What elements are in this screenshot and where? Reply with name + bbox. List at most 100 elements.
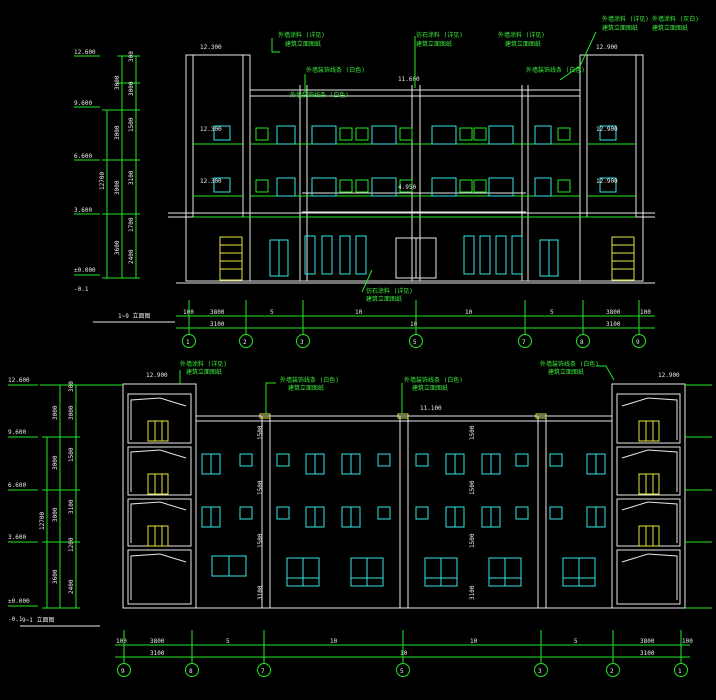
level-neg: -0.1: [74, 286, 89, 293]
svg-text:5: 5: [400, 668, 404, 675]
svg-text:10: 10: [355, 309, 363, 316]
svg-text:1700: 1700: [128, 217, 135, 232]
svg-text:5: 5: [574, 638, 578, 645]
svg-text:1500: 1500: [68, 447, 75, 462]
svg-text:3000: 3000: [68, 405, 75, 420]
svg-text:12.600: 12.600: [8, 377, 30, 384]
svg-text:±0.000: ±0.000: [8, 598, 30, 605]
svg-text:3000: 3000: [128, 81, 135, 96]
svg-text:3600: 3600: [114, 240, 121, 255]
svg-text:-0.1: -0.1: [8, 616, 23, 623]
svg-text:建筑立面图纸: 建筑立面图纸: [505, 40, 541, 48]
dim-ticks-2: 1500 1500 1500 3100 1500 1500 1500 3100: [257, 425, 476, 600]
windows-2: [201, 453, 606, 587]
axis-7: 7: [522, 339, 526, 346]
svg-text:1500: 1500: [257, 425, 264, 440]
svg-text:12700: 12700: [39, 512, 46, 530]
svg-text:6.600: 6.600: [8, 482, 26, 489]
svg-text:8: 8: [189, 668, 193, 675]
svg-text:3800: 3800: [210, 309, 225, 316]
svg-text:3000: 3000: [114, 180, 121, 195]
elevation-2: 12.600 9.600 6.600 3.600 ±0.000 -0.1 127…: [8, 360, 712, 677]
note-3: 外墙装饰线条 (白色): [306, 66, 365, 74]
svg-text:建筑立面图纸: 建筑立面图纸: [285, 40, 321, 48]
svg-text:12700: 12700: [99, 172, 106, 190]
svg-text:外墙装饰线条 (白色): 外墙装饰线条 (白色): [280, 376, 339, 384]
svg-text:建筑立面图纸: 建筑立面图纸: [366, 295, 402, 303]
svg-text:10: 10: [410, 321, 418, 328]
vertical-dimensions-2: 12700 3000 3000 3000 3600 300 3000 1500 …: [39, 381, 80, 609]
svg-text:3: 3: [538, 668, 542, 675]
axis-1: 1: [186, 339, 190, 346]
svg-text:11.600: 11.600: [398, 76, 420, 83]
svg-text:1500: 1500: [128, 117, 135, 132]
svg-text:仿石涂料 (详见): 仿石涂料 (详见): [366, 287, 413, 295]
svg-text:5: 5: [550, 309, 554, 316]
annotations-1: 12.300 12.900 11.600 4.950 12.300 12.900…: [200, 15, 699, 303]
windows-upper-1: [213, 125, 617, 197]
svg-text:3600: 3600: [52, 569, 59, 584]
note-1: 外墙涂料 (详见): [278, 31, 325, 39]
svg-text:11.100: 11.100: [420, 405, 442, 412]
level-9600: 9.600: [74, 100, 92, 107]
svg-text:5: 5: [226, 638, 230, 645]
horizontal-dimensions-1: 100 3800 5 10 10 5 3800 100 3100 10 3100…: [93, 300, 655, 348]
level-12600: 12.600: [74, 49, 96, 56]
svg-text:外墙涂料 (详见): 外墙涂料 (详见): [180, 360, 227, 368]
svg-text:3000: 3000: [114, 125, 121, 140]
svg-text:12.300: 12.300: [200, 44, 222, 51]
svg-text:100: 100: [640, 309, 651, 316]
axis-5: 5: [413, 339, 417, 346]
svg-text:10: 10: [470, 638, 478, 645]
level-0000: ±0.000: [74, 267, 96, 274]
svg-text:10: 10: [400, 650, 408, 657]
axis-2: 2: [243, 339, 247, 346]
axis-3: 3: [300, 339, 304, 346]
svg-text:5: 5: [270, 309, 274, 316]
note-2: 外墙涂料 (详见): [498, 31, 545, 39]
svg-text:3800: 3800: [640, 638, 655, 645]
vertical-dimensions-1: 12700 3000 3000 3000 3600 300 3000 1500 …: [99, 51, 140, 279]
note-4: 仿石涂料 (详见): [416, 31, 463, 39]
svg-text:建筑立面图纸: 建筑立面图纸: [416, 40, 452, 48]
axis-9: 9: [636, 339, 640, 346]
svg-text:3800: 3800: [606, 309, 621, 316]
drawing-title-1: 1~9 立面图: [118, 312, 150, 320]
svg-text:10: 10: [330, 638, 338, 645]
svg-text:9: 9: [121, 668, 125, 675]
level-markers-2: 12.600 9.600 6.600 3.600 ±0.000 -0.1: [8, 377, 38, 623]
svg-text:1500: 1500: [257, 533, 264, 548]
svg-text:1200: 1200: [68, 537, 75, 552]
level-markers-1: 12.600 9.600 6.600 3.600 ±0.000 -0.1: [74, 49, 100, 293]
svg-text:建筑立面图纸: 建筑立面图纸: [602, 24, 638, 32]
elevation-1: 12.600 9.600 6.600 3.600 ±0.000 -0.1 127…: [74, 15, 699, 348]
svg-text:建筑立面图纸: 建筑立面图纸: [548, 368, 584, 376]
svg-text:外墙装饰线条 (白色): 外墙装饰线条 (白色): [404, 376, 463, 384]
svg-text:外墙装饰线条 (白色): 外墙装饰线条 (白色): [290, 91, 349, 99]
svg-text:1500: 1500: [469, 533, 476, 548]
svg-text:12.900: 12.900: [658, 372, 680, 379]
building-outline-1: [168, 54, 655, 284]
svg-text:3800: 3800: [150, 638, 165, 645]
svg-text:12.300: 12.300: [200, 178, 222, 185]
svg-text:12.300: 12.300: [200, 126, 222, 133]
svg-text:12.900: 12.900: [596, 126, 618, 133]
axis-8: 8: [580, 339, 584, 346]
svg-text:外墙涂料 (详见): 外墙涂料 (详见): [602, 15, 649, 23]
svg-text:3100: 3100: [210, 321, 225, 328]
svg-text:12.900: 12.900: [596, 178, 618, 185]
annotations-2: 12.900 12.900 11.100 外墙涂料 (详见) 建筑立面图纸 外墙…: [146, 360, 680, 600]
svg-text:4.950: 4.950: [398, 184, 416, 191]
svg-text:3000: 3000: [114, 75, 121, 90]
svg-text:7: 7: [261, 668, 265, 675]
svg-text:100: 100: [116, 638, 127, 645]
svg-text:3100: 3100: [257, 585, 264, 600]
balconies-1: [193, 143, 636, 281]
svg-text:3100: 3100: [68, 499, 75, 514]
svg-text:外墙装饰线条 (白色): 外墙装饰线条 (白色): [526, 66, 585, 74]
svg-text:3000: 3000: [52, 405, 59, 420]
svg-text:12.900: 12.900: [596, 44, 618, 51]
svg-text:外墙涂料 (灰白): 外墙涂料 (灰白): [652, 15, 699, 23]
svg-text:12.900: 12.900: [146, 372, 168, 379]
